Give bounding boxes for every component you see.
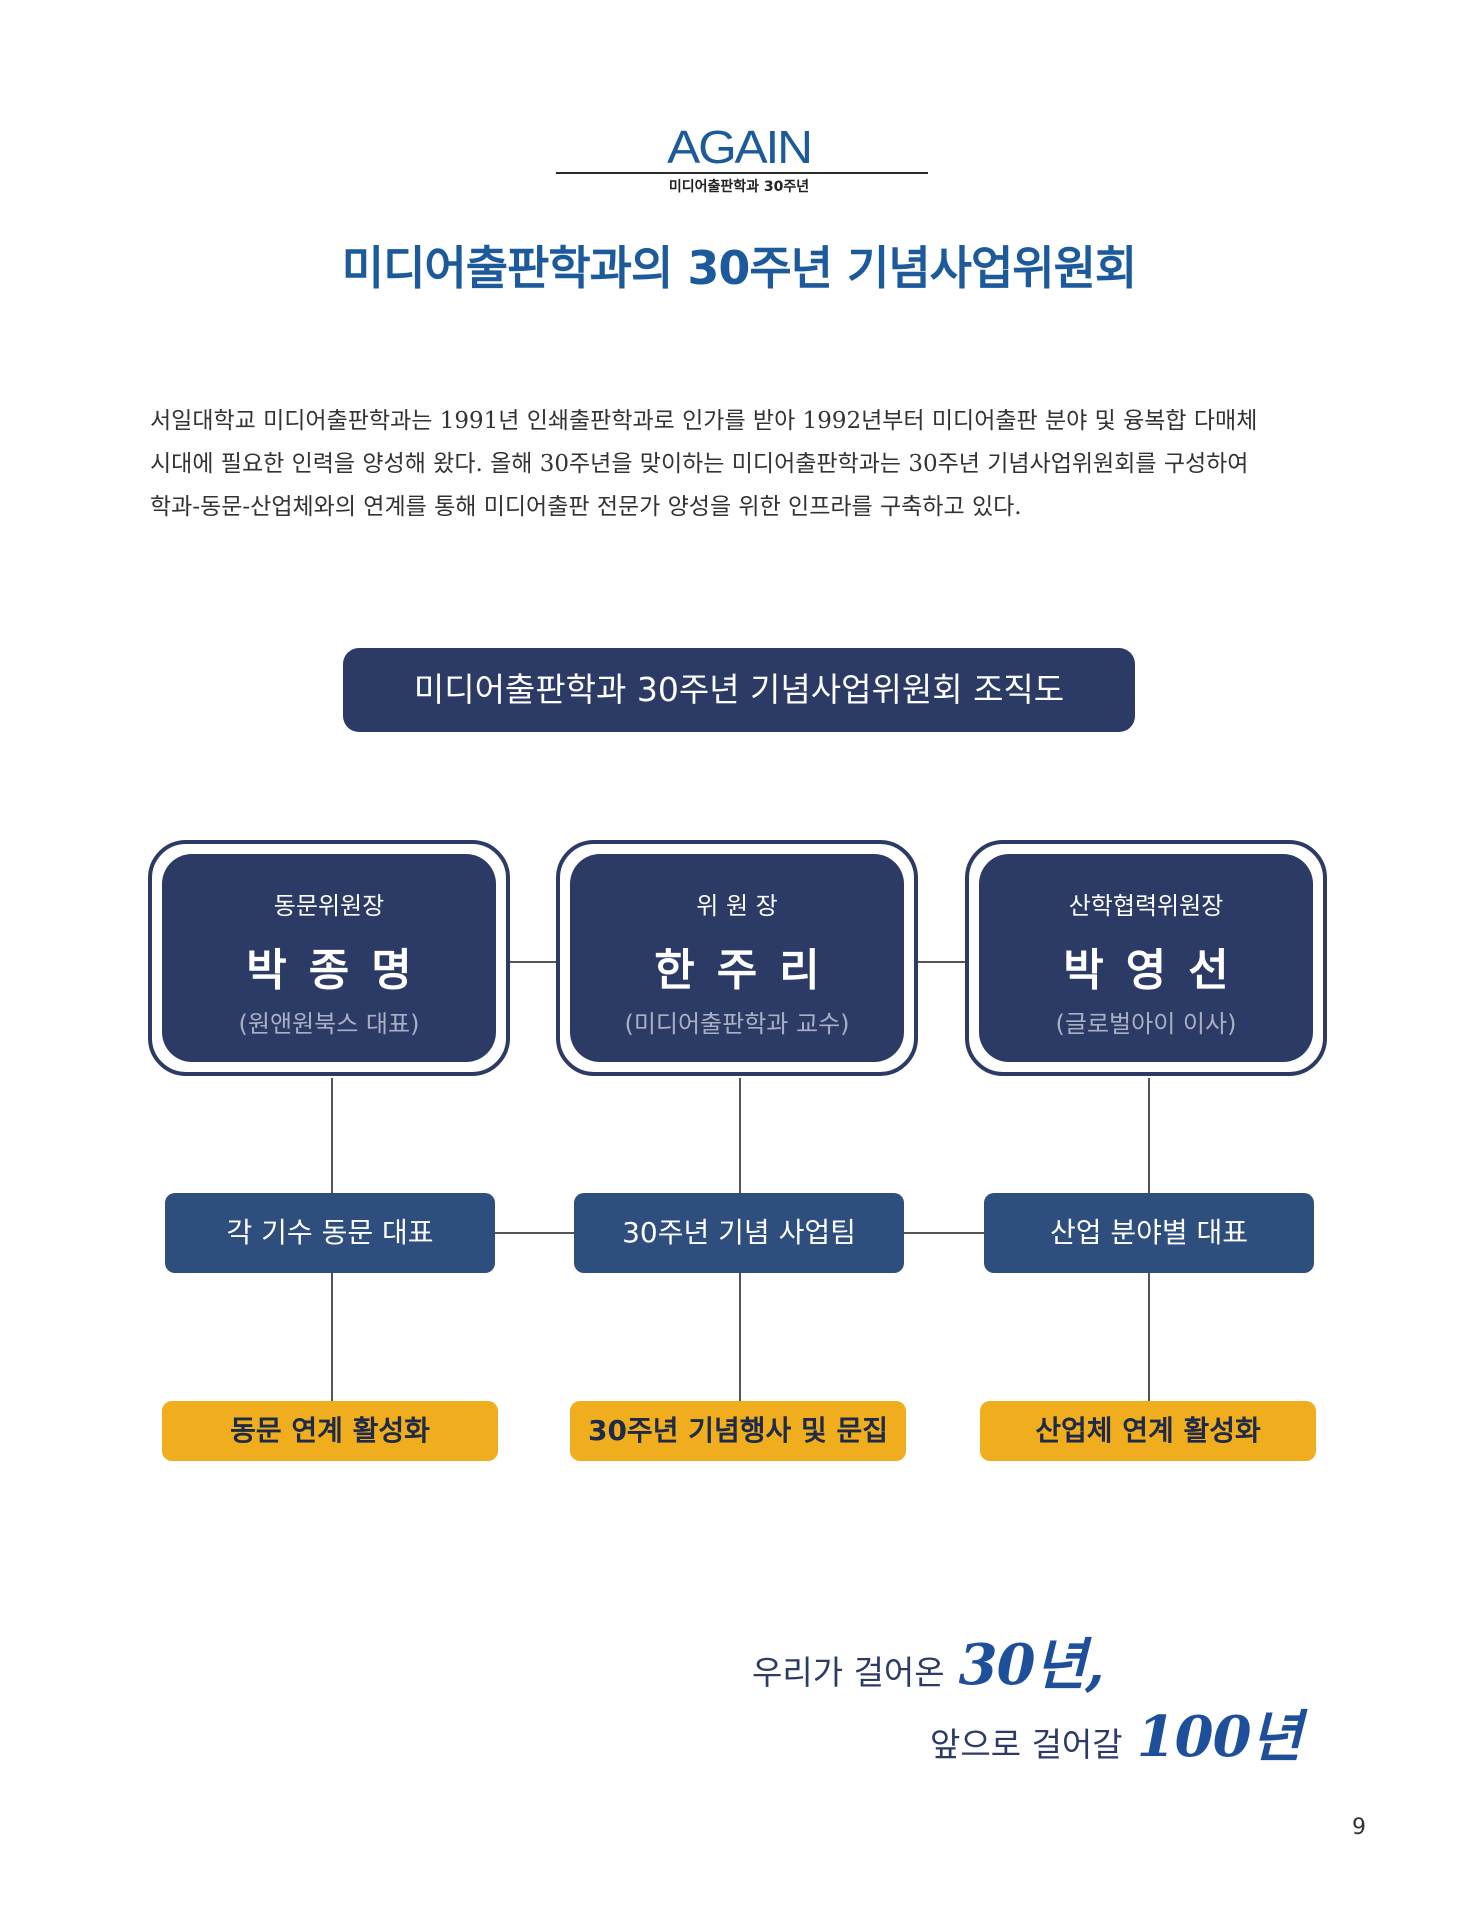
leader-affiliation: (미디어출판학과 교수)	[624, 1010, 850, 1038]
leader-affiliation: (글로벌아이 이사)	[1055, 1010, 1237, 1038]
connector-line	[508, 961, 556, 963]
slogan-text: 앞으로 걸어갈	[930, 1725, 1123, 1764]
slogan-highlight: 100년	[1136, 1704, 1302, 1770]
connector-line	[904, 1232, 984, 1234]
slogan-line-1: 우리가 걸어온 30년,	[752, 1620, 1105, 1701]
leader-role: 위 원 장	[696, 892, 778, 920]
intro-paragraph: 서일대학교 미디어출판학과는 1991년 인쇄출판학과로 인가를 받아 1992…	[150, 400, 1340, 529]
group-box-industry: 산업 분야별 대표	[984, 1193, 1314, 1273]
leader-affiliation: (원앤원북스 대표)	[238, 1010, 420, 1038]
logo: AGAIN	[667, 121, 813, 173]
leader-name: 박영선	[1063, 945, 1251, 996]
slogan-text: 우리가 걸어온	[752, 1653, 945, 1692]
leader-name: 박종명	[246, 945, 434, 996]
leader-card-inner: 동문위원장 박종명 (원앤원북스 대표)	[162, 854, 496, 1062]
intro-line: 시대에 필요한 인력을 양성해 왔다. 올해 30주년을 맞이하는 미디어출판학…	[150, 451, 1249, 477]
slogan-highlight: 30년,	[958, 1632, 1105, 1698]
leader-role: 산학협력위원장	[1068, 892, 1224, 920]
activity-box-industry: 산업체 연계 활성화	[980, 1401, 1316, 1461]
connector-line	[495, 1232, 575, 1234]
group-box-project-team: 30주년 기념 사업팀	[574, 1193, 904, 1273]
group-box-alumni: 각 기수 동문 대표	[165, 1193, 495, 1273]
logo-subtitle: 미디어출판학과 30주년	[668, 179, 810, 195]
org-chart-title: 미디어출판학과 30주년 기념사업위원회 조직도	[343, 648, 1135, 732]
leader-name: 한주리	[654, 945, 842, 996]
connector-line	[917, 961, 965, 963]
slogan-line-2: 앞으로 걸어갈 100년	[930, 1692, 1302, 1773]
leader-role: 동문위원장	[273, 892, 385, 920]
page-title: 미디어출판학과의 30주년 기념사업위원회	[341, 241, 1137, 295]
leader-card-chair: 위 원 장 한주리 (미디어출판학과 교수)	[556, 840, 918, 1076]
leader-card-industry: 산학협력위원장 박영선 (글로벌아이 이사)	[965, 840, 1327, 1076]
leader-card-alumni: 동문위원장 박종명 (원앤원북스 대표)	[148, 840, 510, 1076]
leader-card-inner: 산학협력위원장 박영선 (글로벌아이 이사)	[979, 854, 1313, 1062]
logo-divider	[556, 172, 928, 174]
page-number: 9	[1352, 1815, 1366, 1840]
activity-box-event: 30주년 기념행사 및 문집	[570, 1401, 906, 1461]
leader-card-inner: 위 원 장 한주리 (미디어출판학과 교수)	[570, 854, 904, 1062]
intro-line: 학과-동문-산업체와의 연계를 통해 미디어출판 전문가 양성을 위한 인프라를…	[150, 494, 1022, 520]
intro-line: 서일대학교 미디어출판학과는 1991년 인쇄출판학과로 인가를 받아 1992…	[150, 408, 1258, 434]
activity-box-alumni: 동문 연계 활성화	[162, 1401, 498, 1461]
